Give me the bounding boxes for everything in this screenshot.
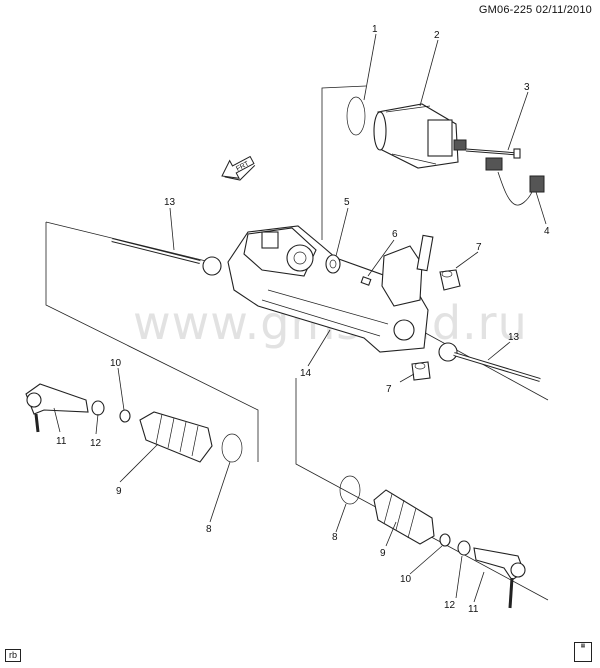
callout-7-lower: 7 xyxy=(386,384,392,395)
diagram-date: 02/11/2010 xyxy=(535,4,592,16)
part-11-outer-tie-rod-end-right xyxy=(473,547,526,609)
part-3-bolt xyxy=(465,148,521,159)
callout-10-right: 10 xyxy=(400,574,412,585)
callout-11-left: 11 xyxy=(56,436,67,447)
callout-labels: 1 2 3 4 5 6 7 7 8 8 9 9 10 10 11 11 12 1… xyxy=(56,24,550,615)
callout-14: 14 xyxy=(300,368,312,379)
part-9-boot-left xyxy=(139,411,213,463)
gm-logo-icon: ▦ xyxy=(574,642,592,662)
part-11-outer-tie-rod-end-left xyxy=(25,383,89,433)
part-10-clamp-left xyxy=(119,409,131,423)
part-7-insulator-lower xyxy=(411,361,431,381)
part-5-bushing xyxy=(325,254,341,274)
callout-9-left: 9 xyxy=(116,486,122,497)
diagram-header: GM06-225 02/11/2010 xyxy=(479,4,592,16)
part-8-clamp-ring-right xyxy=(339,475,361,505)
part-7-insulator-upper xyxy=(439,269,461,291)
callout-4: 4 xyxy=(544,226,550,237)
footer-tag: rb xyxy=(5,649,22,662)
callout-11-right: 11 xyxy=(468,604,479,615)
part-13-inner-tie-rod-left xyxy=(111,238,222,276)
callout-10-left: 10 xyxy=(110,358,122,369)
callout-8-right: 8 xyxy=(332,532,338,543)
callout-12-right: 12 xyxy=(444,600,456,611)
callout-12-left: 12 xyxy=(90,438,102,449)
front-arrow-icon: FRT xyxy=(221,155,256,181)
motor-assembly-frame xyxy=(321,85,367,240)
part-9-boot-right xyxy=(373,489,435,545)
callout-5: 5 xyxy=(344,197,350,208)
part-8-clamp-ring-left xyxy=(221,433,243,463)
callout-7-upper: 7 xyxy=(476,242,482,253)
callout-3: 3 xyxy=(524,82,530,93)
part-13-inner-tie-rod-right xyxy=(438,342,541,382)
callout-8-left: 8 xyxy=(206,524,212,535)
callout-1: 1 xyxy=(372,24,378,35)
callout-9-right: 9 xyxy=(380,548,386,559)
part-6-clip xyxy=(360,276,372,286)
callout-13-right: 13 xyxy=(508,332,520,343)
part-12-jam-nut-right xyxy=(457,540,471,556)
callout-13-left: 13 xyxy=(164,197,176,208)
part-14-steering-gear xyxy=(227,225,434,353)
callout-2: 2 xyxy=(434,30,440,41)
part-2-assist-motor xyxy=(373,103,467,169)
callout-6: 6 xyxy=(392,229,398,240)
part-12-jam-nut-left xyxy=(91,400,105,416)
part-1-seal-ring xyxy=(346,96,366,136)
diagram-code: GM06-225 xyxy=(478,4,533,16)
part-4-wiring-harness xyxy=(485,157,545,206)
part-10-clamp-right xyxy=(439,533,451,547)
leader-lines xyxy=(53,33,547,603)
